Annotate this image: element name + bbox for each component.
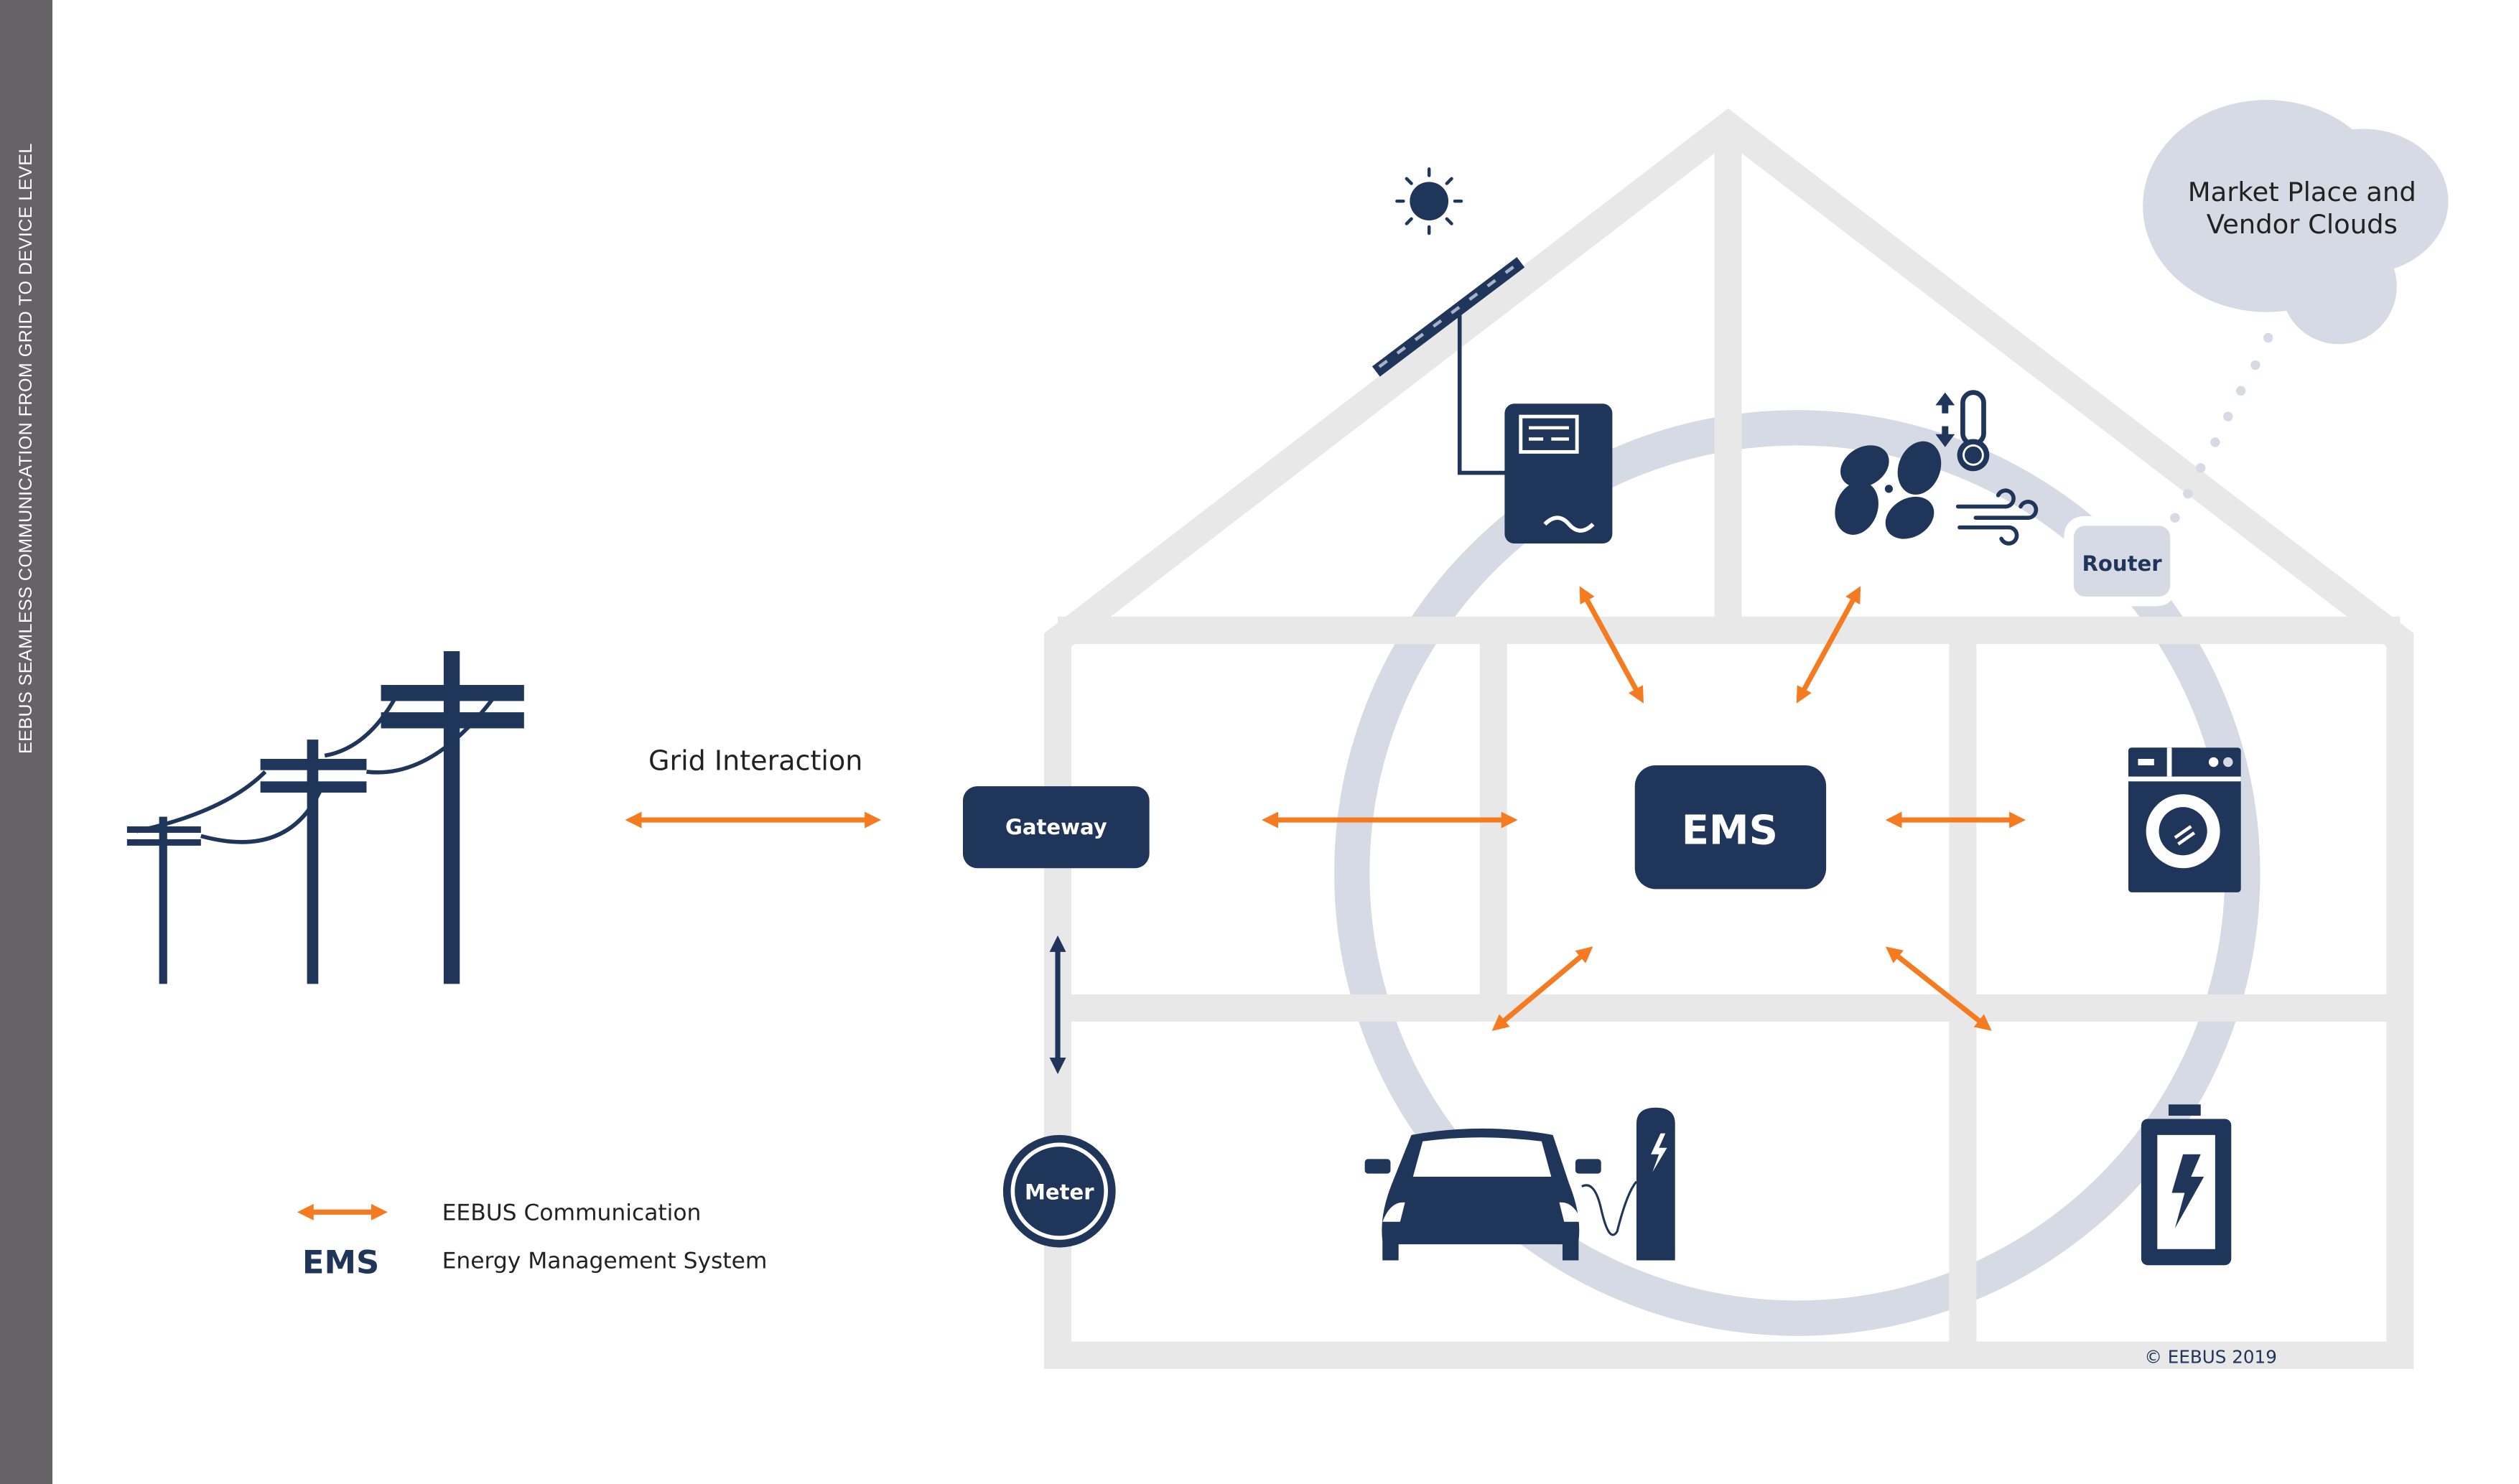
router-label: Router <box>2082 551 2163 576</box>
cloud-connection-dots <box>2170 332 2273 523</box>
thermostat-icon <box>1935 390 1990 472</box>
gateway-label: Gateway <box>1005 815 1107 839</box>
legend-ems-label: Energy Management System <box>442 1249 768 1274</box>
airflow-icon <box>1955 488 2039 546</box>
cloud-label-line2: Vendor Clouds <box>2207 209 2398 240</box>
eebus-arrows <box>625 586 2026 1031</box>
arrow-ems-car <box>1491 946 1593 1031</box>
inverter-icon <box>1504 403 1613 544</box>
solar-panel-icon <box>1372 257 1525 475</box>
arrow-ems-hvac <box>1796 586 1861 704</box>
router-node[interactable]: Router <box>2064 515 2177 607</box>
washing-machine-icon <box>2128 747 2241 892</box>
ems-label: EMS <box>1682 808 1778 854</box>
sun-icon <box>1395 167 1463 235</box>
gateway-node[interactable]: Gateway <box>962 786 1150 869</box>
grid-interaction-label: Grid Interaction <box>648 745 862 777</box>
vendor-cloud: Market Place and Vendor Clouds <box>2143 100 2449 345</box>
ems-node[interactable]: EMS <box>1634 765 1827 890</box>
fan-icon <box>1835 441 1942 539</box>
sidebar: EEBUS SEAMLESS COMMUNICATION FROM GRID T… <box>0 0 52 1484</box>
copyright: © EEBUS 2019 <box>2144 1347 2277 1368</box>
legend-arrow-label: EEBUS Communication <box>442 1200 702 1226</box>
legend-ems-abbr: EMS <box>302 1243 379 1281</box>
arrow-ems-inverter <box>1579 586 1644 704</box>
communication-ring <box>1334 410 2260 1336</box>
charging-station-icon <box>1581 1107 1675 1261</box>
arrow-ems-battery <box>1885 946 1992 1031</box>
meter-node[interactable]: Meter <box>1002 1134 1116 1248</box>
electric-car-icon <box>1364 1128 1601 1261</box>
battery-icon <box>2141 1104 2232 1266</box>
power-poles-icon <box>126 651 524 984</box>
cloud-label-line1: Market Place and <box>2188 177 2416 207</box>
meter-label: Meter <box>1025 1180 1094 1204</box>
legend: EEBUS Communication EMS Energy Managemen… <box>297 1200 768 1281</box>
